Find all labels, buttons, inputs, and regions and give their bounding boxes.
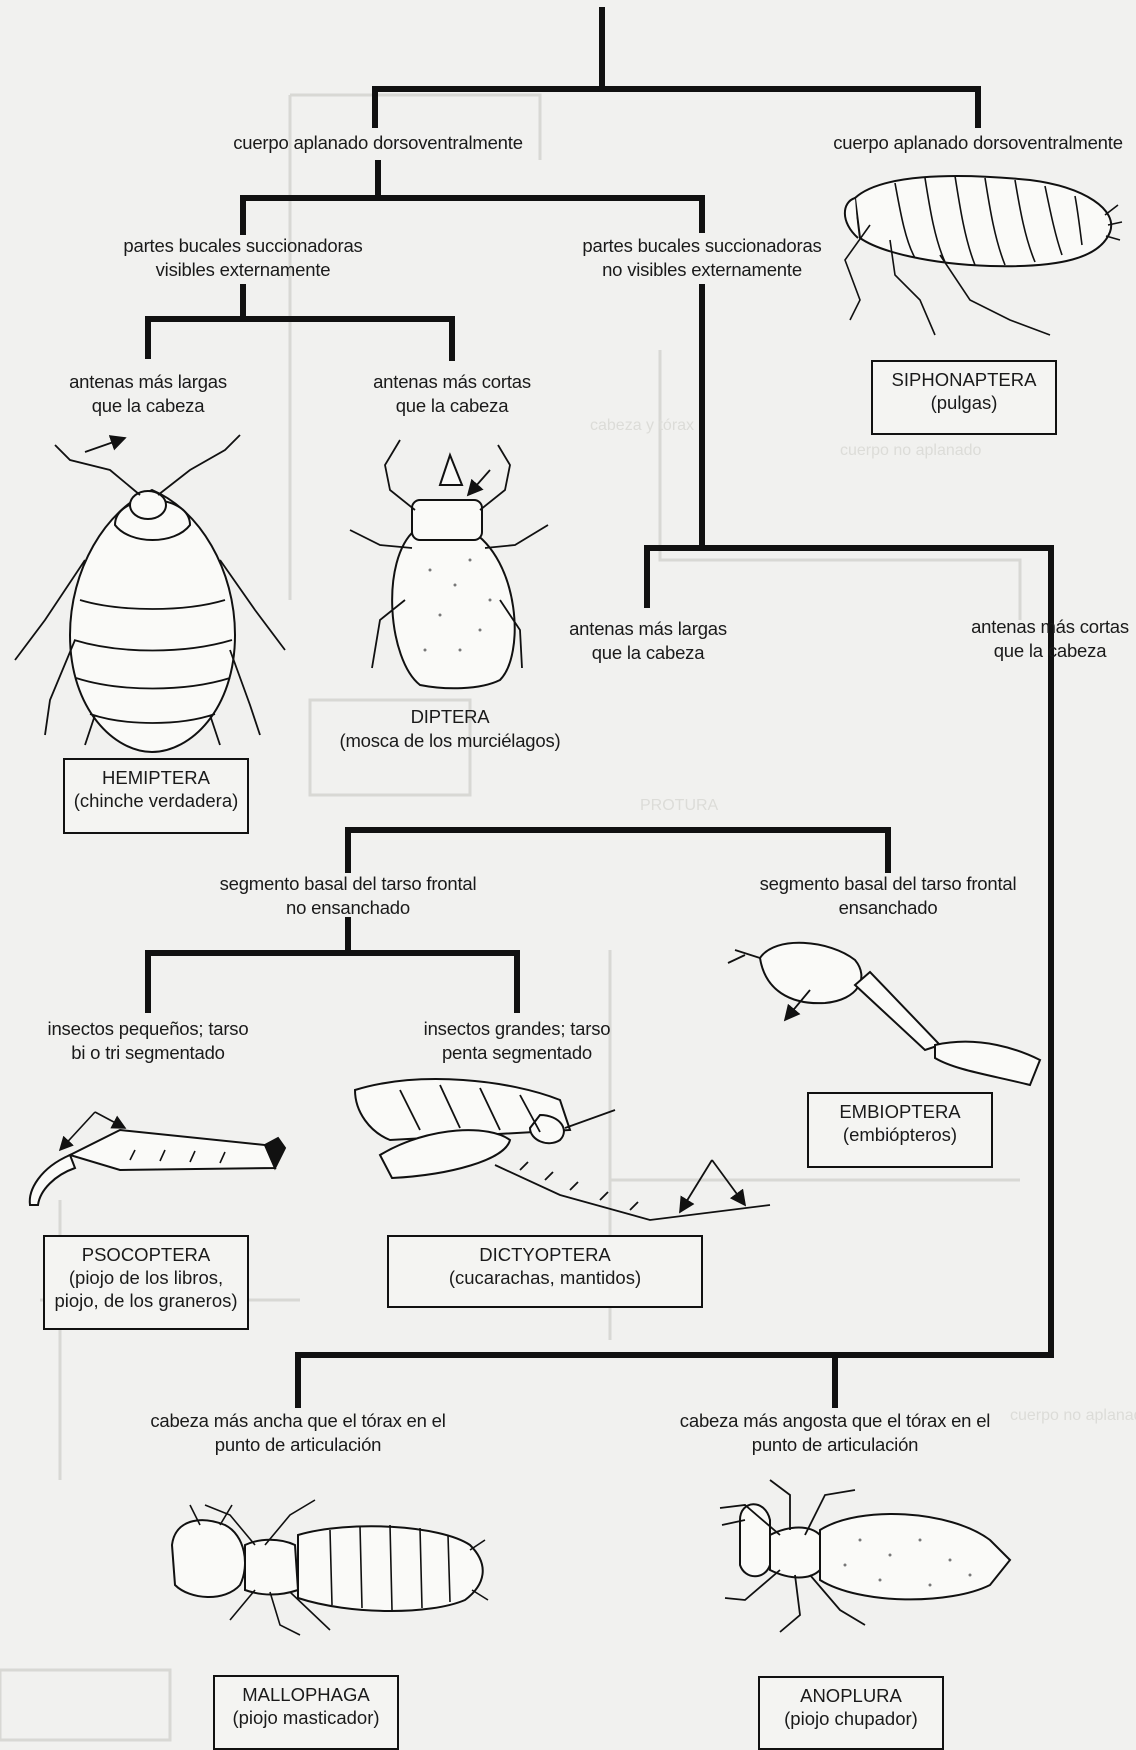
node-flat-left: cuerpo aplanado dorsoventralmente: [233, 131, 523, 155]
order-diptera: DIPTERA(mosca de los murciélagos): [340, 705, 561, 753]
order-mallophaga: MALLOPHAGA(piojo masticador): [213, 1675, 399, 1750]
order-psocoptera: PSOCOPTERA(piojo de los libros,piojo, de…: [43, 1235, 249, 1330]
node-flat-right: cuerpo aplanado dorsoventralmente: [833, 131, 1123, 155]
order-siphonaptera: SIPHONAPTERA(pulgas): [871, 360, 1057, 435]
order-hemiptera: HEMIPTERA(chinche verdadera): [63, 758, 249, 834]
anoplura-illustration: [720, 1480, 1010, 1632]
order-dictyoptera: DICTYOPTERA(cucarachas, mantidos): [387, 1235, 703, 1308]
cockroach-illustration: [355, 1079, 770, 1220]
psocoptera-leg-illustration: [30, 1112, 285, 1205]
flea-illustration: [845, 176, 1122, 335]
mallophaga-illustration: [172, 1500, 488, 1635]
embioptera-leg-illustration: [728, 943, 1040, 1085]
order-embioptera: EMBIOPTERA(embiópteros): [807, 1092, 993, 1168]
bedbug-illustration: [15, 435, 285, 752]
order-anoplura: ANOPLURA(piojo chupador): [758, 1676, 944, 1750]
batfly-illustration: [350, 440, 548, 688]
